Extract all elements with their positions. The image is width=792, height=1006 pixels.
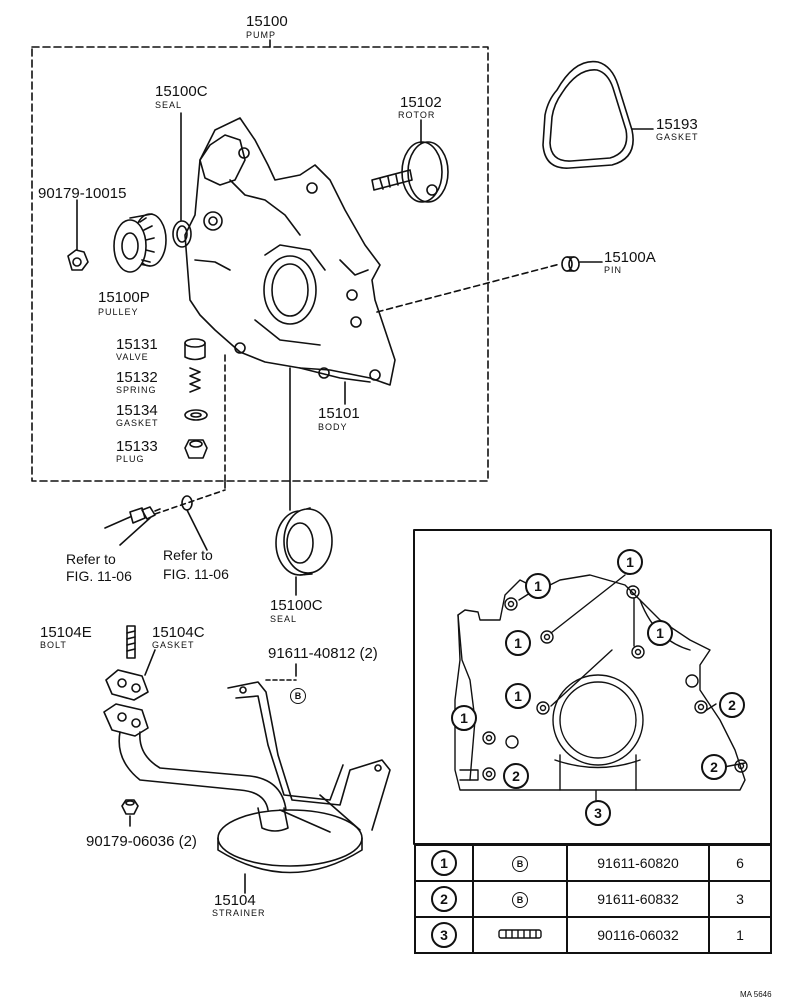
bolt-15104e — [126, 625, 136, 659]
row-part-number: 91611-60820 — [566, 844, 710, 882]
nut-90179-10015 — [67, 249, 89, 271]
mark-b-strainer: B — [290, 686, 306, 704]
row-part-number: 91611-60832 — [566, 880, 710, 918]
row-qty: 1 — [708, 916, 772, 954]
rotor-15102 — [371, 141, 449, 203]
row-part-number: 90116-06032 — [566, 916, 710, 954]
detail-marker-1d: 1 — [647, 620, 673, 646]
table-row: 3 90116-06032 1 — [414, 916, 772, 954]
pin-15100a — [561, 256, 580, 272]
label-15102-number: 15102 — [400, 94, 442, 111]
nut-90179-06036 — [121, 799, 139, 815]
detail-marker-1b: 1 — [525, 573, 551, 599]
label-15134-number: 15134 — [116, 402, 158, 419]
label-15133-number: 15133 — [116, 438, 158, 455]
label-15104-number: 15104 — [214, 892, 256, 909]
label-15104e-name: BOLT — [40, 640, 67, 650]
label-15100c-lower-name: SEAL — [270, 614, 298, 624]
label-15104c-name: GASKET — [152, 640, 195, 650]
detail-marker-2c: 2 — [701, 754, 727, 780]
seal-lower — [275, 507, 333, 576]
label-15100a-name: PIN — [604, 265, 623, 275]
label-15100a-number: 15100A — [604, 249, 656, 266]
refer-right-line2: FIG. 11-06 — [163, 566, 229, 582]
label-15100-name: PUMP — [246, 30, 277, 40]
plug-15133 — [184, 439, 208, 459]
label-15100p-name: PULLEY — [98, 307, 139, 317]
label-15193-name: GASKET — [656, 132, 699, 142]
label-15100c-lower-number: 15100C — [270, 597, 323, 614]
stud-bolt-icon — [498, 928, 542, 939]
label-15101-number: 15101 — [318, 405, 360, 422]
figure-code: MA 5646 — [740, 990, 772, 999]
detail-marker-1a: 1 — [617, 549, 643, 575]
detail-marker-1e: 1 — [505, 683, 531, 709]
label-15131-name: VALVE — [116, 352, 149, 362]
relief-valve-15131 — [184, 338, 206, 361]
seal-upper — [172, 220, 192, 248]
bolt-table: 1 B 91611-60820 6 2 B 91611-60832 3 3 90… — [414, 844, 772, 954]
pump-body-15101 — [184, 117, 396, 386]
detail-marker-3: 3 — [585, 800, 611, 826]
label-90179-10015: 90179-10015 — [38, 185, 127, 202]
refer-right-line1: Refer to — [163, 547, 213, 563]
label-15100-number: 15100 — [246, 13, 288, 30]
table-row: 2 B 91611-60832 3 — [414, 880, 772, 918]
detail-marker-2b: 2 — [503, 763, 529, 789]
label-15131-number: 15131 — [116, 336, 158, 353]
gasket-15193 — [542, 60, 634, 169]
label-15100p-number: 15100P — [98, 289, 150, 306]
label-15134-name: GASKET — [116, 418, 159, 428]
o-ring — [181, 495, 193, 511]
detail-marker-1c: 1 — [505, 630, 531, 656]
label-15101-name: BODY — [318, 422, 348, 432]
row-qty: 6 — [708, 844, 772, 882]
label-15100c-upper-number: 15100C — [155, 83, 208, 100]
label-90179-06036: 90179-06036 (2) — [86, 833, 197, 850]
row-symbol-cell — [472, 916, 568, 954]
detail-marker-1f: 1 — [451, 705, 477, 731]
label-15104c-number: 15104C — [152, 624, 205, 641]
pulley-15100p — [113, 213, 167, 273]
detail-marker-2a: 2 — [719, 692, 745, 718]
label-15132-name: SPRING — [116, 385, 157, 395]
oil-pressure-sensor — [104, 506, 161, 529]
spring-15132 — [189, 367, 201, 393]
label-15193-number: 15193 — [656, 116, 698, 133]
row-symbol-cell: B — [472, 880, 568, 918]
label-15100c-upper-name: SEAL — [155, 100, 183, 110]
pump-assembly-frame — [31, 46, 489, 482]
label-15104e-number: 15104E — [40, 624, 92, 641]
detail-view-frame — [413, 529, 772, 845]
label-15132-number: 15132 — [116, 369, 158, 386]
gasket-15134 — [184, 409, 208, 421]
label-15133-name: PLUG — [116, 454, 145, 464]
label-91611-40812: 91611-40812 (2) — [268, 645, 378, 662]
refer-left-line2: FIG. 11-06 — [66, 568, 132, 584]
label-15102-name: ROTOR — [398, 110, 436, 120]
gasket-15104c — [105, 669, 149, 701]
row-index-cell: 2 — [414, 880, 474, 918]
row-symbol-cell: B — [472, 844, 568, 882]
table-row: 1 B 91611-60820 6 — [414, 844, 772, 882]
strainer-15104 — [103, 681, 391, 874]
row-index-cell: 1 — [414, 844, 474, 882]
row-qty: 3 — [708, 880, 772, 918]
row-index-cell: 3 — [414, 916, 474, 954]
refer-left-line1: Refer to — [66, 551, 116, 567]
label-15104-name: STRAINER — [212, 908, 266, 918]
